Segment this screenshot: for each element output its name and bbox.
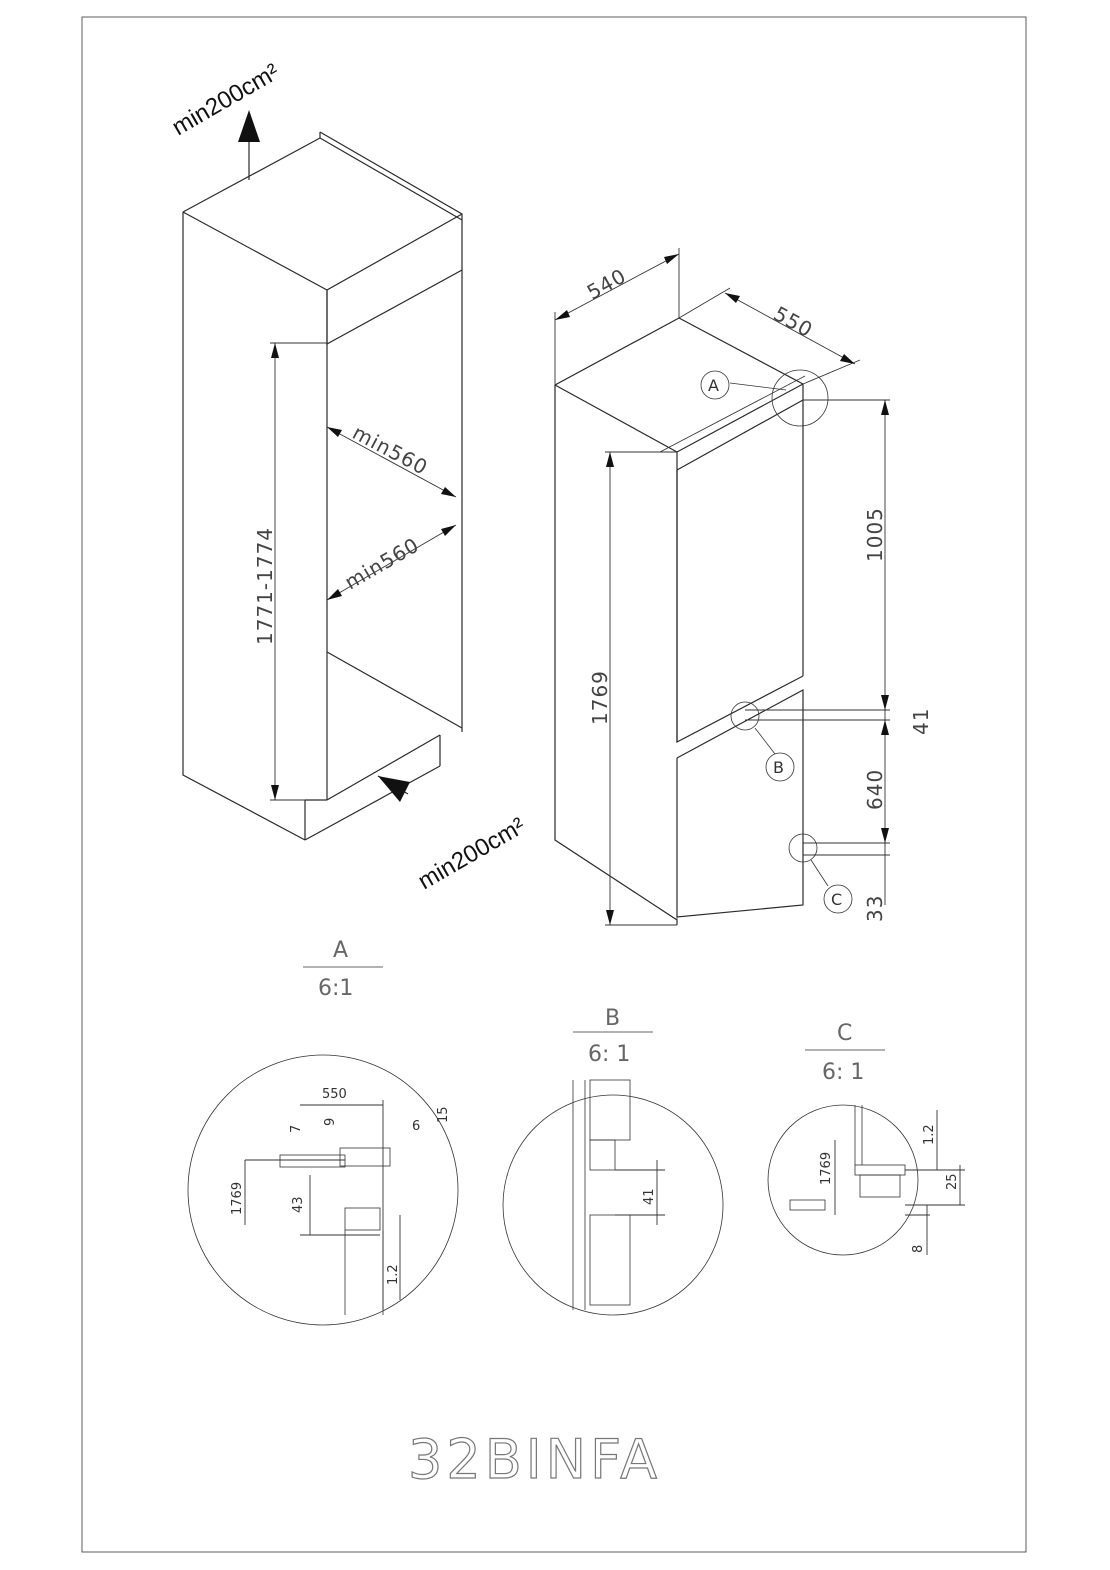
detail-a-dim-7: 7 [289,1125,304,1133]
detail-a-dim-550: 550 [322,1087,347,1102]
detail-b-scale: 6: 1 [588,1042,630,1067]
model-name: 32BINFA [408,1428,661,1491]
detail-a [187,966,459,1326]
upper-door-label: 1005 [863,507,887,562]
niche-height-label: 1771-1774 [253,527,277,645]
vent-bottom-label: min200cm² [414,812,530,895]
detail-a-letter: A [333,938,348,963]
niche-drawing [182,110,463,841]
detail-b-dim-41: 41 [642,1188,657,1205]
detail-c-dim-1769: 1769 [819,1152,834,1185]
detail-c-dim-8: 8 [911,1245,926,1253]
total-height-label: 1769 [588,670,612,725]
detail-a-dim-43: 43 [291,1196,306,1213]
detail-c-dim-1.2: 1.2 [922,1124,937,1145]
detail-a-dim-9: 9 [323,1118,338,1126]
lower-door-label: 640 [863,769,887,810]
detail-c-letter: C [837,1021,852,1046]
detail-a-scale: 6:1 [318,976,353,1001]
callout-a-label: A [708,376,719,395]
callout-b-label: B [773,758,784,777]
detail-b [502,1031,724,1316]
detail-a-dim-1.2: 1.2 [386,1264,401,1285]
appliance-drawing [554,248,890,926]
detail-a-dim-1769: 1769 [230,1182,245,1215]
detail-b-letter: B [605,1006,620,1031]
niche-width-label-a: min560 [349,420,433,480]
callout-c-label: C [831,890,842,909]
page-border [81,16,1027,1553]
detail-a-dim-6: 6 [412,1119,420,1134]
niche-width-label-b: min560 [341,533,424,595]
gap-label: 41 [909,708,933,735]
vent-top-label: min200cm² [168,58,284,141]
detail-c-dim-25: 25 [945,1173,960,1190]
detail-a-dim-15: 15 [436,1106,451,1123]
width-label: 550 [770,301,818,342]
base-label: 33 [863,895,887,922]
depth-label: 540 [583,263,631,304]
detail-c-scale: 6: 1 [822,1060,864,1085]
detail-c [767,1049,965,1256]
